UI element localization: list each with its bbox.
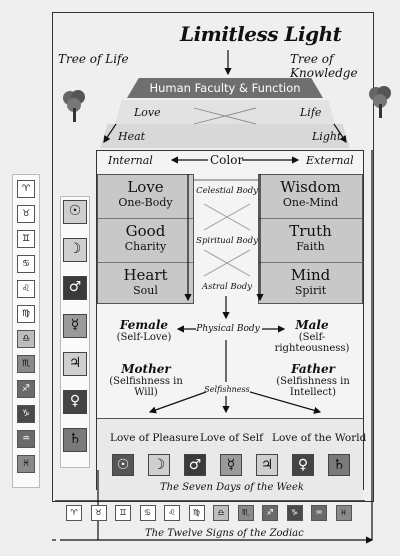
zodiac-sign-icon: ♏ bbox=[237, 505, 254, 521]
left-column: Love One-Body Good Charity Heart Soul bbox=[97, 174, 194, 304]
life-label: Life bbox=[300, 106, 322, 119]
mother-sub2: Will) bbox=[134, 387, 158, 398]
father-title: Father bbox=[291, 362, 335, 376]
male-sub: (Self-righteousness) bbox=[274, 332, 350, 354]
side-planet-icon: ♂ bbox=[63, 276, 87, 300]
side-planet-icon: ♄ bbox=[63, 428, 87, 452]
male-block: Male (Self-righteousness) bbox=[262, 318, 362, 354]
heat-label: Heat bbox=[118, 130, 146, 143]
side-zodiac-sign-icon: ♎ bbox=[17, 330, 35, 348]
mind-title: Mind bbox=[290, 266, 331, 284]
side-zodiac-sign-icon: ♉ bbox=[17, 205, 35, 223]
good-title: Good bbox=[125, 222, 166, 240]
spirit-text: Spirit bbox=[294, 284, 327, 297]
side-zodiac-sign-icon: ♐ bbox=[17, 380, 35, 398]
female-block: Female (Self-Love) bbox=[104, 318, 184, 343]
selfishness-label: Selfishness bbox=[204, 385, 250, 394]
female-title: Female bbox=[119, 318, 169, 332]
truth-cell: Truth Faith bbox=[259, 219, 362, 263]
mercury-planet-icon: ☿ bbox=[220, 454, 242, 476]
side-zodiac-sign-icon: ♊ bbox=[17, 230, 35, 248]
heart-title: Heart bbox=[123, 266, 168, 284]
saturn-planet-icon: ♄ bbox=[328, 454, 350, 476]
side-zodiac-sign-icon: ♏ bbox=[17, 355, 35, 373]
wisdom-cell: Wisdom One-Mind bbox=[259, 175, 362, 219]
sun-planet-icon: ☉ bbox=[112, 454, 134, 476]
jupiter-planet-icon: ♃ bbox=[256, 454, 278, 476]
zodiac-sign-icon: ♒ bbox=[311, 505, 327, 521]
side-planet-icon: ♀ bbox=[63, 390, 87, 414]
side-zodiac-sign-icon: ♍ bbox=[17, 305, 35, 323]
zodiac-sign-icon: ♓ bbox=[335, 505, 352, 521]
love-title: Love bbox=[127, 178, 164, 196]
mind-cell: Mind Spirit bbox=[259, 263, 362, 305]
love-of-self-label: Love of Self bbox=[200, 432, 263, 444]
seven-days-label: The Seven Days of the Week bbox=[160, 482, 304, 493]
side-planet-icon: ♃ bbox=[63, 352, 87, 376]
side-zodiac-sign-icon: ♌ bbox=[17, 280, 35, 298]
zodiac-sign-icon: ♋ bbox=[139, 505, 156, 521]
human-faculty-banner: Human Faculty & Function bbox=[127, 78, 323, 98]
right-column: Wisdom One-Mind Truth Faith Mind Spirit bbox=[258, 174, 363, 304]
side-zodiac-sign-icon: ♓ bbox=[17, 455, 35, 473]
truth-title: Truth bbox=[289, 222, 332, 240]
father-sub1: (Selfishness in bbox=[276, 376, 350, 387]
venus-planet-icon: ♀ bbox=[292, 454, 314, 476]
tree-of-knowledge-label: Tree of Knowledge bbox=[290, 52, 358, 80]
zodiac-sign-icon: ♍ bbox=[188, 505, 205, 521]
light-label: Light bbox=[312, 130, 342, 143]
soul-text: Soul bbox=[133, 284, 158, 297]
side-zodiac-sign-icon: ♋ bbox=[17, 255, 35, 273]
father-block: Father (Selfishness in Intellect) bbox=[266, 362, 360, 398]
wisdom-title: Wisdom bbox=[280, 178, 341, 196]
side-zodiac-sign-icon: ♒ bbox=[17, 430, 35, 448]
celestial-body-label: Celestial Body bbox=[196, 186, 258, 196]
love-of-pleasure-label: Love of Pleasure bbox=[110, 432, 199, 444]
charity-text: Charity bbox=[124, 240, 167, 253]
zodiac-sign-icon: ♐ bbox=[262, 505, 278, 521]
side-zodiac-sign-icon: ♑ bbox=[17, 405, 35, 423]
zodiac-sign-icon: ♑ bbox=[286, 505, 303, 521]
internal-label: Internal bbox=[108, 154, 153, 167]
tree-of-life-label: Tree of Life bbox=[58, 52, 129, 66]
faith-text: Faith bbox=[296, 240, 325, 253]
love-cell: Love One-Body bbox=[98, 175, 193, 219]
outer-frame bbox=[52, 12, 374, 502]
male-title: Male bbox=[295, 318, 329, 332]
moon-planet-icon: ☽ bbox=[148, 454, 170, 476]
mother-block: Mother (Selfishness in Will) bbox=[104, 362, 188, 398]
female-sub: (Self-Love) bbox=[116, 332, 172, 343]
love-of-world-label: Love of the World bbox=[272, 432, 367, 444]
mother-title: Mother bbox=[121, 362, 171, 376]
astral-body-label: Astral Body bbox=[201, 282, 253, 292]
heat-light-band bbox=[100, 124, 350, 148]
side-zodiac-sign-icon: ♈ bbox=[17, 180, 35, 198]
side-planet-icon: ☿ bbox=[63, 314, 87, 338]
color-label: Color bbox=[210, 153, 244, 167]
love-label: Love bbox=[134, 106, 161, 119]
zodiac-label: The Twelve Signs of the Zodiac bbox=[145, 528, 304, 539]
diagram-title: Limitless Light bbox=[180, 22, 342, 46]
physical-body-label: Physical Body bbox=[196, 324, 260, 334]
zodiac-sign-icon: ♌ bbox=[164, 505, 180, 521]
external-label: External bbox=[306, 154, 354, 167]
zodiac-sign-icon: ♉ bbox=[90, 505, 107, 521]
mars-planet-icon: ♂ bbox=[184, 454, 206, 476]
one-mind-text: One-Mind bbox=[282, 196, 339, 209]
zodiac-band bbox=[55, 500, 365, 526]
father-sub2: Intellect) bbox=[289, 387, 337, 398]
zodiac-sign-icon: ♈ bbox=[66, 505, 82, 521]
zodiac-sign-icon: ♎ bbox=[213, 505, 229, 521]
tree-of-knowledge-icon bbox=[369, 86, 391, 118]
heart-cell: Heart Soul bbox=[98, 263, 193, 305]
side-planet-icon: ☽ bbox=[63, 238, 87, 262]
good-cell: Good Charity bbox=[98, 219, 193, 263]
zodiac-sign-icon: ♊ bbox=[115, 505, 131, 521]
one-body-text: One-Body bbox=[118, 196, 173, 209]
side-planet-icon: ☉ bbox=[63, 200, 87, 224]
tree-of-life-icon bbox=[63, 90, 85, 122]
mother-sub1: (Selfishness in bbox=[109, 376, 183, 387]
spiritual-body-label: Spiritual Body bbox=[196, 236, 258, 246]
